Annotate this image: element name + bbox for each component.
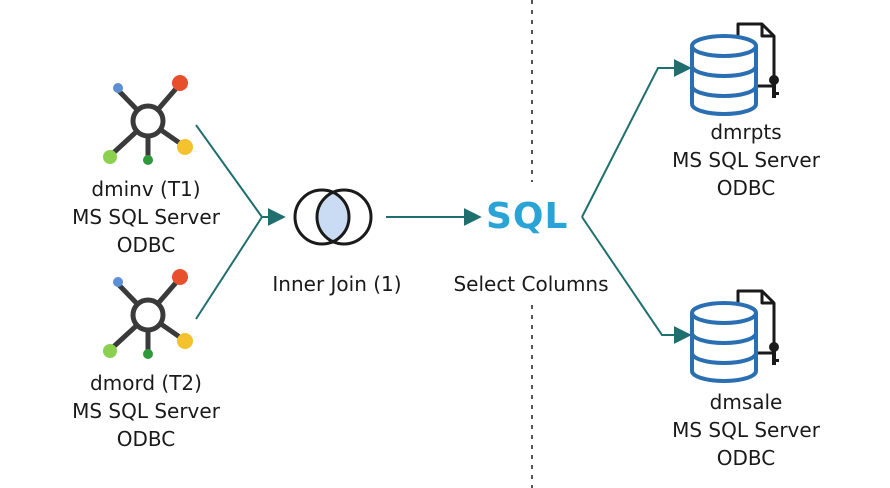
target2-name: dmsale — [709, 390, 783, 414]
sql-icon[interactable]: SQL — [486, 196, 569, 237]
database-icon — [690, 22, 779, 116]
source1-label: dminv (T1) MS SQL Server ODBC — [36, 175, 256, 259]
odbc-hub-icon — [103, 269, 193, 359]
inner-join-icon[interactable] — [293, 188, 373, 246]
source2-db: MS SQL Server — [72, 399, 220, 423]
connectors — [195, 59, 692, 344]
source2-label: dmord (T2) MS SQL Server ODBC — [36, 369, 256, 453]
connector-select-target2 — [581, 216, 692, 344]
source1-db: MS SQL Server — [72, 205, 220, 229]
join-label: Inner Join (1) — [227, 270, 447, 298]
source1-driver: ODBC — [116, 233, 176, 257]
connector-source1-join — [195, 124, 263, 218]
target1-driver: ODBC — [716, 176, 776, 200]
target1-name: dmrpts — [710, 120, 782, 144]
connector-select-target1 — [581, 59, 692, 218]
target2-label: dmsale MS SQL Server ODBC — [636, 388, 856, 472]
target1-label: dmrpts MS SQL Server ODBC — [636, 118, 856, 202]
source2-name: dmord (T2) — [90, 371, 202, 395]
source2-driver: ODBC — [116, 427, 176, 451]
source1-name: dminv (T1) — [91, 177, 201, 201]
join-label-text: Inner Join (1) — [272, 272, 402, 296]
target2-db: MS SQL Server — [672, 418, 820, 442]
database-icon — [690, 289, 779, 383]
connector-source2-join — [195, 216, 263, 320]
select-label-text: Select Columns — [453, 272, 609, 296]
odbc-hub-icon — [103, 75, 193, 165]
target1-db: MS SQL Server — [672, 148, 820, 172]
select-label: Select Columns — [421, 270, 641, 298]
target2-driver: ODBC — [716, 446, 776, 470]
